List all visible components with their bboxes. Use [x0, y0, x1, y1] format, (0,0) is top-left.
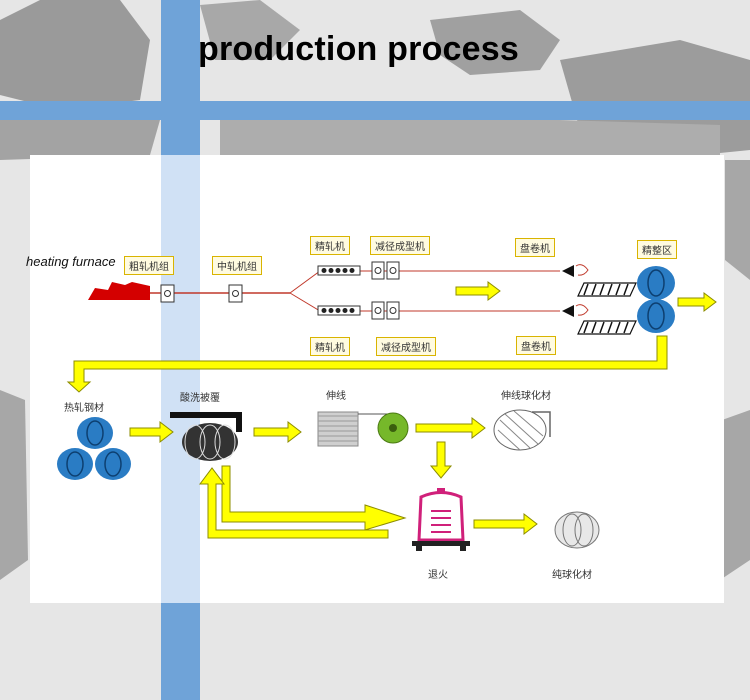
pure-spheroidized-coil-icon [554, 511, 600, 549]
finishing-mill-upper-icon [317, 265, 361, 276]
return-arrow-icon [66, 335, 668, 393]
page-title: production process [198, 30, 519, 68]
finishing-mill-bottom-label: 精轧机 [310, 337, 350, 356]
pickling-tank-icon [170, 412, 242, 461]
blue-band-vertical [161, 0, 200, 155]
finished-coils-icon [637, 266, 675, 333]
map-shape [720, 410, 750, 580]
coiler-lower-icon [562, 304, 637, 335]
wire-drawing-label: 伸线 [326, 391, 346, 402]
arrow-down-icon [429, 441, 453, 479]
finishing-mill-top-label: 精轧机 [310, 236, 350, 255]
map-shape [0, 390, 28, 580]
annealing-furnace-icon [412, 488, 470, 551]
arrow-right-icon [455, 281, 501, 301]
drawn-spheroidized-coil-icon [493, 409, 551, 451]
middle-mill-stand-icon [228, 284, 243, 303]
blue-band-vertical-faded [161, 155, 200, 603]
arrow-right-icon [473, 512, 538, 536]
finishing-area-label: 精整区 [637, 240, 677, 259]
arrow-right-icon [129, 420, 174, 444]
reducing-sizing-upper-icon [371, 261, 400, 280]
diagram-panel [30, 155, 724, 603]
reducing-sizing-bottom-label: 减径成型机 [376, 337, 436, 356]
arrow-right-icon [677, 292, 717, 312]
finishing-mill-lower-icon [317, 305, 361, 316]
annealing-label: 退火 [428, 570, 448, 581]
pickling-coating-label: 酸洗被覆 [180, 393, 220, 404]
hot-rolled-wire-label: 热轧钢材 [64, 403, 104, 414]
roughing-mill-label: 粗轧机组 [124, 256, 174, 275]
wire-drawing-machine-icon [317, 411, 409, 447]
map-shape [220, 110, 720, 155]
arrow-right-icon [221, 465, 407, 531]
coiler-top-label: 盘卷机 [515, 238, 555, 257]
hot-rolled-coils-icon [57, 417, 131, 480]
map-shape [200, 0, 300, 60]
reducing-sizing-lower-icon [371, 301, 400, 320]
drawn-spheroidized-label: 伸线球化材 [501, 391, 551, 402]
heating-furnace-label: heating furnace [26, 254, 116, 269]
roughing-mill-stand-icon [160, 284, 175, 303]
pure-spheroidized-label: 纯球化材 [552, 570, 592, 581]
arrow-right-icon [415, 416, 486, 440]
map-shape [0, 120, 160, 160]
map-shape [0, 0, 150, 110]
arrow-right-icon [253, 420, 302, 444]
arrow-up-icon [199, 467, 389, 539]
coiler-bottom-label: 盘卷机 [516, 336, 556, 355]
blue-band-vertical-lower [161, 603, 200, 700]
map-shape [430, 10, 560, 75]
reducing-sizing-top-label: 减径成型机 [370, 236, 430, 255]
coiler-upper-icon [562, 264, 637, 297]
heating-furnace-icon [88, 282, 150, 300]
map-shape [725, 160, 750, 280]
middle-mill-label: 中轧机组 [212, 256, 262, 275]
